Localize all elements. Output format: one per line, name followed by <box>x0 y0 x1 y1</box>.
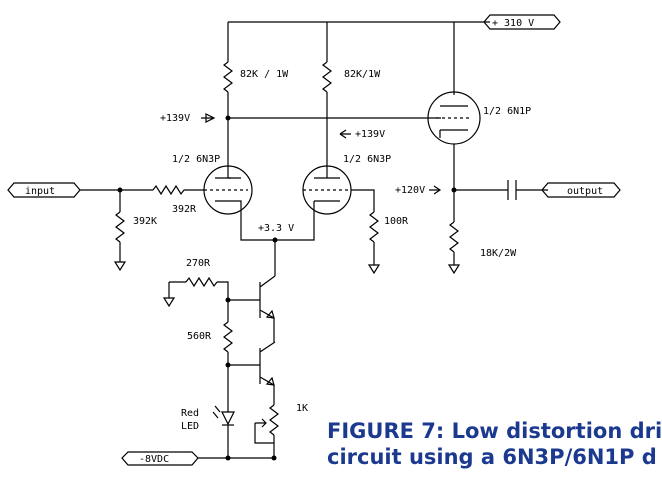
resistor-100r <box>370 212 378 242</box>
led-label-1: Red <box>181 408 199 419</box>
v139-left-label: +139V <box>160 113 190 124</box>
probe-arrow-mid <box>340 130 351 138</box>
r392r-label: 392R <box>172 204 197 215</box>
figure-caption-line2: circuit using a 6N3P/6N1P d <box>327 445 657 469</box>
input-port <box>8 183 80 197</box>
probe-arrow-left <box>201 114 214 122</box>
schematic-diagram: + 310 V 82K / 1W 82K/1W +139V +139V 1/2 … <box>0 0 644 480</box>
v120-label: +120V <box>395 185 425 196</box>
supply-label: + 310 V <box>492 18 534 29</box>
resistor-560r <box>224 322 232 352</box>
ground-100r <box>369 265 379 273</box>
resistor-270r <box>186 278 217 286</box>
pot-wiper <box>255 419 274 443</box>
r82k-left-label: 82K / 1W <box>240 69 289 80</box>
neg-supply-port <box>122 452 198 465</box>
r18k-label: 18K/2W <box>480 248 517 259</box>
pot-label: 1K <box>296 403 308 414</box>
tube-6n1p-label: 1/2 6N1P <box>483 106 531 117</box>
r560-label: 560R <box>187 331 212 342</box>
v139-mid-label: +139V <box>355 129 385 140</box>
r392k-label: 392K <box>133 216 157 227</box>
output-capacitor <box>508 180 516 200</box>
output-label: output <box>567 186 603 197</box>
ground-392k <box>115 262 125 270</box>
pot-1k <box>270 405 278 435</box>
led <box>213 406 234 425</box>
resistor-392r <box>153 186 184 194</box>
input-label: input <box>25 186 55 197</box>
ground-270r <box>164 298 174 306</box>
ground-18k <box>449 265 459 273</box>
transistor-upper <box>260 276 275 318</box>
neg-supply-label: -8VDC <box>139 454 169 465</box>
tube-6n3p-right-label: 1/2 6N3P <box>343 154 391 165</box>
v33-label: +3.3 V <box>258 223 294 234</box>
resistor-18k <box>450 222 458 252</box>
tube-6n3p-left <box>204 166 252 214</box>
resistor-392k <box>116 212 124 242</box>
output-port <box>542 183 620 197</box>
tube-6n3p-left-label: 1/2 6N3P <box>172 154 220 165</box>
supply-port <box>484 15 560 29</box>
probe-arrow-out <box>429 186 440 194</box>
supply-rail <box>228 22 490 95</box>
resistor-82k-left <box>224 62 232 92</box>
resistor-82k-right <box>323 62 331 92</box>
r270-label: 270R <box>186 258 211 269</box>
figure-caption-line1: FIGURE 7: Low distortion dri <box>327 419 662 443</box>
r100-label: 100R <box>384 216 409 227</box>
transistor-lower <box>260 342 275 385</box>
r82k-right-label: 82K/1W <box>344 69 381 80</box>
led-label-2: LED <box>181 421 199 432</box>
